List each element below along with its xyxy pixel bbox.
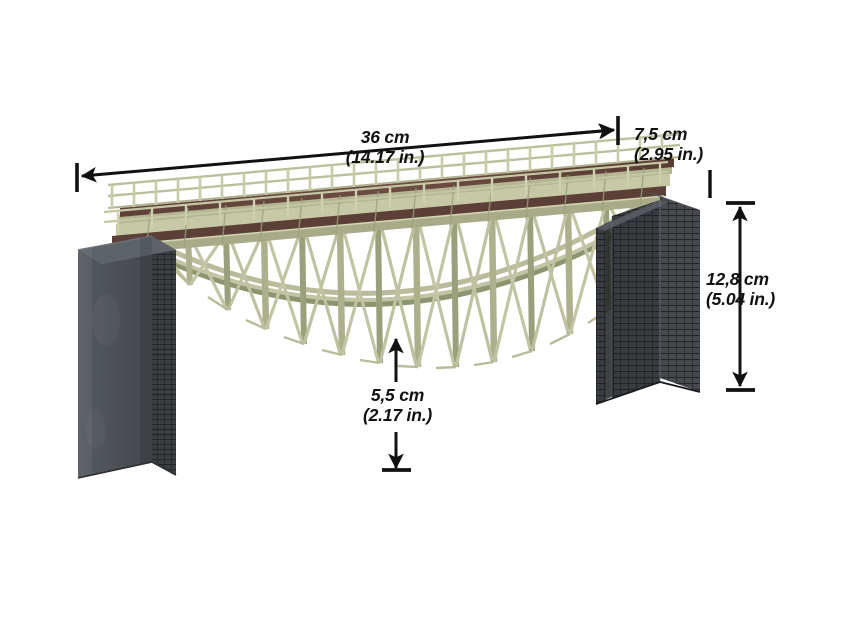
span-length-metric: 36 cm [360,127,410,147]
abutment-width-imperial: (2.95 in.) [634,143,703,164]
dim-truss-depth [382,337,411,472]
dimension-annotations [75,116,755,472]
bridge-deck [109,158,674,255]
span-length-imperial: (14.17 in.) [345,146,425,167]
abutment-height-metric: 12,8 cm [706,269,769,289]
truss-depth-metric: 5,5 cm [370,385,425,405]
abutment-left [77,235,177,479]
abutment-width-metric: 7,5 cm [634,124,688,144]
dimension-label-abutment-width: 7,5 cm (2.95 in.) [634,124,703,164]
dimension-label-truss-depth: 5,5 cm (2.17 in.) [330,385,465,425]
truss-depth-imperial: (2.17 in.) [363,404,432,425]
abutment-height-imperial: (5.04 in.) [706,288,775,309]
bridge-model [77,132,701,479]
abutment-right [595,190,701,405]
dim-abutment-width [565,123,616,139]
dim-span-length [75,116,620,192]
dimension-label-span-length: 36 cm (14.17 in.) [310,127,460,167]
dim-abutment-height [708,170,755,392]
dimension-label-abutment-height: 12,8 cm (5.04 in.) [706,269,775,309]
